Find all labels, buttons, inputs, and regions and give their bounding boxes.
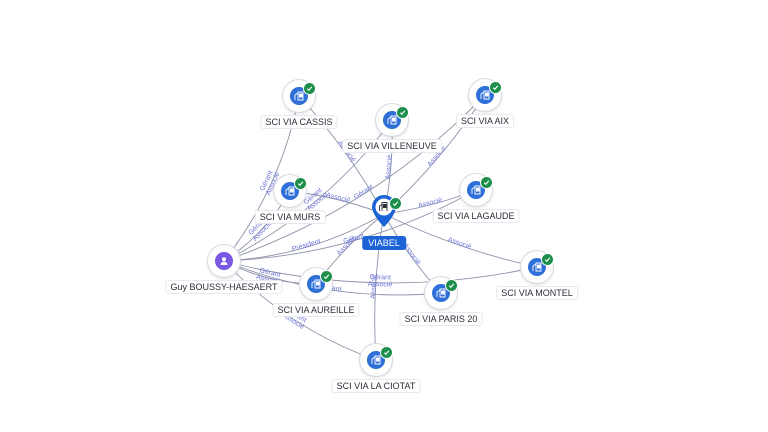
person-node-label[interactable]: Guy BOUSSY-HAESAERT: [166, 281, 282, 293]
company-node-label[interactable]: SCI VIA VILLENEUVE: [343, 140, 441, 152]
company-node-label[interactable]: SCI VIA MURS: [255, 211, 325, 223]
edge-viabel-montel: [383, 213, 538, 268]
edge-label: Associé: [325, 192, 351, 205]
verified-check-icon: [489, 81, 502, 94]
company-node-label[interactable]: SCI VIA LAGAUDE: [433, 210, 519, 222]
verified-check-icon: [294, 177, 307, 190]
edge-label: Associé: [385, 154, 394, 179]
edge-guy-viabel: [223, 213, 385, 262]
edge-guy-lagaude: [223, 189, 477, 262]
edge-guy-montel: [223, 260, 538, 284]
verified-check-icon: [480, 176, 493, 189]
edge-label: Associé: [418, 197, 444, 210]
edge-label: Gérant: [259, 267, 282, 279]
verified-check-icon: [380, 346, 393, 359]
edge-label: Associé: [447, 236, 473, 251]
verified-check-icon: [396, 106, 409, 119]
edge-viabel-laciotat: [374, 213, 385, 361]
verified-check-icon: [389, 197, 402, 210]
edge-guy-laciotat: [223, 260, 377, 361]
edge-label: Président: [291, 238, 321, 253]
edge-guy-aix: [223, 94, 486, 262]
verified-check-icon: [320, 270, 333, 283]
company-node-label[interactable]: SCI VIA LA CIOTAT: [332, 380, 420, 392]
edge-label: Associé: [368, 281, 393, 288]
center-node-label[interactable]: VIABEL: [362, 236, 406, 250]
verified-check-icon: [445, 279, 458, 292]
verified-check-icon: [303, 82, 316, 95]
edge-label: Gérant: [369, 274, 391, 281]
company-node-label[interactable]: SCI VIA PARIS 20: [400, 313, 482, 325]
verified-check-icon: [541, 253, 554, 266]
edge-label: Associé: [370, 274, 378, 299]
company-node-label[interactable]: SCI VIA AUREILLE: [273, 304, 359, 316]
company-node-label[interactable]: SCI VIA MONTEL: [497, 287, 577, 299]
company-node-label[interactable]: SCI VIA CASSIS: [261, 116, 337, 128]
user-icon: [215, 252, 233, 270]
company-node-label[interactable]: SCI VIA AIX: [456, 115, 514, 127]
